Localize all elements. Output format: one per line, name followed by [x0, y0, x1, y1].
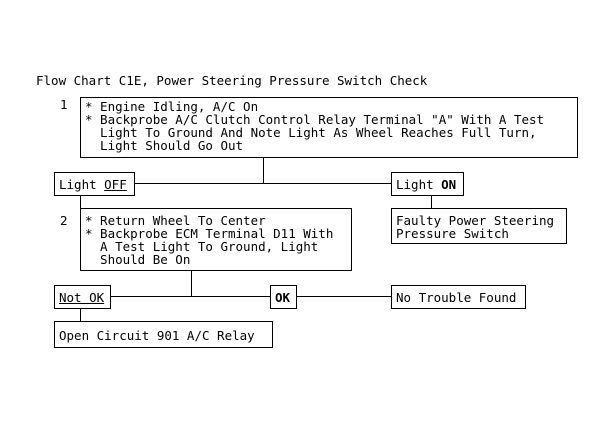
no-trouble-box: No Trouble Found [391, 285, 526, 309]
connector-branch2-horizontal [110, 296, 392, 297]
open-circuit-box: Open Circuit 901 A/C Relay [54, 321, 273, 348]
ok-box: OK [270, 285, 297, 309]
no-trouble-label: No Trouble Found [396, 290, 517, 305]
step-2-line-3: A Test Light To Ground, Light [85, 239, 319, 254]
step-1-line-3: Light To Ground And Note Light As Wheel … [85, 125, 537, 140]
connector-branch1-horizontal [134, 183, 392, 184]
light-on-label: Light ON [396, 177, 457, 192]
step-1-line-4: Light Should Go Out [85, 138, 244, 153]
step-2-line-1: * Return Wheel To Center [85, 213, 266, 228]
light-on-box: Light ON [391, 172, 464, 196]
step-1-line-2: * Backprobe A/C Clutch Control Relay Ter… [85, 112, 545, 127]
open-circuit-label: Open Circuit 901 A/C Relay [59, 328, 255, 343]
connector-step2-down [191, 270, 192, 296]
page-title: Flow Chart C1E, Power Steering Pressure … [36, 73, 428, 88]
step-2-number: 2 [60, 213, 68, 228]
connector-on-down [431, 195, 432, 209]
step-2-line-4: Should Be On [85, 252, 191, 267]
connector-off-down [80, 195, 81, 209]
connector-step1-down [263, 157, 264, 183]
faulty-switch-line-1: Faulty Power Steering [396, 213, 555, 228]
step-1-number: 1 [60, 97, 68, 112]
not-ok-box: Not OK [54, 285, 111, 309]
light-off-box: Light OFF [54, 172, 135, 196]
faulty-switch-line-2: Pressure Switch [396, 226, 509, 241]
connector-not-ok-down [80, 308, 81, 322]
light-off-label: Light OFF [59, 177, 127, 192]
step-2-box: * Return Wheel To Center * Backprobe ECM… [80, 208, 352, 271]
not-ok-label: Not OK [59, 290, 105, 305]
step-1-line-1: * Engine Idling, A/C On [85, 99, 259, 114]
ok-label: OK [275, 290, 291, 305]
step-2-line-2: * Backprobe ECM Terminal D11 With [85, 226, 334, 241]
faulty-switch-box: Faulty Power Steering Pressure Switch [391, 208, 567, 244]
step-1-box: * Engine Idling, A/C On * Backprobe A/C … [80, 97, 578, 158]
